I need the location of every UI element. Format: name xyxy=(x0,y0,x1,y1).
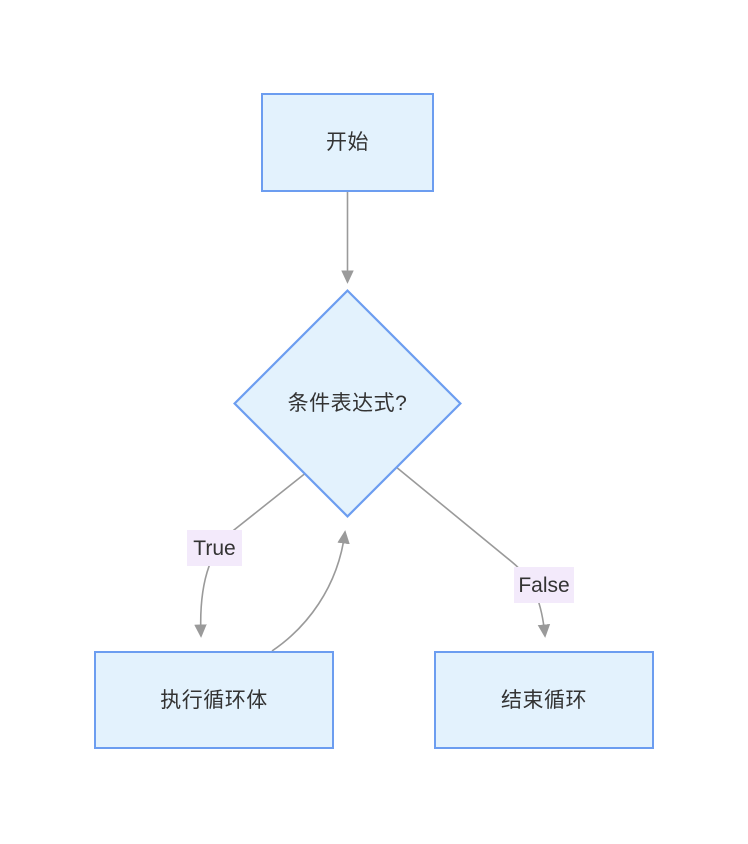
edge-loop-body-to-condition xyxy=(271,530,350,652)
node-end-loop[interactable]: 结束循环 xyxy=(434,651,654,749)
node-loop-body-label: 执行循环体 xyxy=(160,688,268,712)
node-condition-label: 条件表达式? xyxy=(287,392,408,415)
edge-label-true: True xyxy=(187,530,242,566)
edge-label-false: False xyxy=(514,567,574,603)
node-start[interactable]: 开始 xyxy=(261,93,434,192)
node-start-label: 开始 xyxy=(326,131,369,154)
diamond-shape xyxy=(233,289,462,518)
node-end-loop-label: 结束循环 xyxy=(501,688,587,712)
node-loop-body[interactable]: 执行循环体 xyxy=(94,651,334,749)
node-condition[interactable]: 条件表达式? xyxy=(233,289,462,518)
